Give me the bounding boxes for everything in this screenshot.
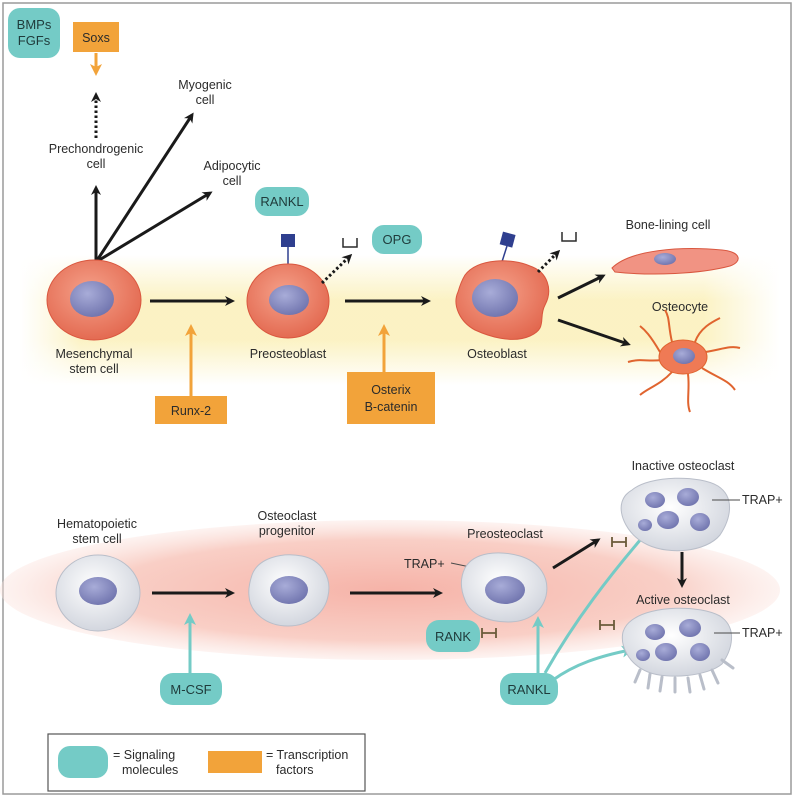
rankl-signal-top: RANKL [255, 187, 309, 216]
ruffled-border [633, 658, 735, 694]
myogenic-label-2: cell [196, 93, 215, 107]
bcatenin-label: B-catenin [365, 400, 418, 414]
inactive-nucleus-4 [690, 513, 710, 531]
inactive-nucleus-3 [657, 511, 679, 529]
arrow-to-bone-lining [557, 274, 606, 300]
trap-active-label: TRAP+ [742, 626, 783, 640]
runx2-label: Runx-2 [171, 404, 211, 418]
bmps-fgfs-signal: BMPs FGFs [8, 8, 60, 58]
osterix-bcatenin-factor: Osterix B-catenin [347, 324, 435, 424]
myogenic-label-1: Myogenic [178, 78, 232, 92]
osterix-label: Osterix [371, 383, 411, 397]
mesenchymal-stem-cell [46, 259, 142, 341]
osteoclast-lineage-band [0, 520, 780, 660]
osteoblast-lineage-band [20, 255, 780, 385]
active-rank-receptor-icon [599, 620, 615, 630]
osteocyte-cell [627, 309, 741, 413]
legend-transcription-label-2: factors [276, 763, 314, 777]
prechondrogenic-label-1: Prechondrogenic [49, 142, 144, 156]
rankl-bottom-label: RANKL [507, 682, 550, 697]
osteoblast-nucleus [472, 279, 518, 317]
mesenchymal-label-1: Mesenchymal [55, 347, 132, 361]
bone-lining-cell [611, 248, 739, 275]
rankl-arrows [532, 528, 650, 682]
adipocytic-label-2: cell [223, 174, 242, 188]
bone-lining-nucleus [654, 253, 676, 265]
soxs-factor: Soxs [73, 22, 119, 76]
opg-receptor-icon [342, 238, 358, 248]
preosteoblast-label: Preosteoblast [250, 347, 327, 361]
preosteoblast-nucleus [269, 285, 309, 315]
bone-lining-label: Bone-lining cell [626, 218, 711, 232]
mesenchymal-label-2: stem cell [69, 362, 118, 376]
mesenchymal-nucleus [70, 281, 114, 317]
legend: = Signaling molecules = Transcription fa… [47, 733, 366, 792]
arrow-to-inactive-osteoclast [552, 538, 601, 570]
prechondrogenic-label-2: cell [87, 157, 106, 171]
progenitor-nucleus [270, 576, 308, 604]
active-osteoclast-cell [621, 607, 735, 694]
hematopoietic-label-2: stem cell [72, 532, 121, 546]
active-nucleus-4 [690, 643, 710, 661]
hematopoietic-stem-cell [55, 554, 141, 632]
rank-label: RANK [435, 629, 471, 644]
preosteoblast-cell [246, 234, 330, 339]
legend-signaling-swatch [58, 746, 108, 778]
inactive-nucleus-2 [677, 488, 699, 506]
osteoblast-receptor-square [499, 231, 516, 248]
trap-pre-label: TRAP+ [404, 557, 445, 571]
rankl-top-label: RANKL [260, 194, 303, 209]
inactive-nucleus-1 [645, 492, 665, 508]
rankl-signal-bottom: RANKL [500, 673, 558, 705]
inactive-osteoclast-cell [620, 477, 730, 552]
arrow-to-osteocyte [557, 318, 631, 347]
opg-signal: OPG [372, 225, 422, 254]
osteocyte-nucleus [673, 348, 695, 364]
preosteoclast-label: Preosteoclast [467, 527, 543, 541]
active-osteoclast-label: Active osteoclast [636, 593, 730, 607]
preosteoclast-cell [460, 552, 548, 623]
arrow-to-adipocytic [95, 191, 213, 264]
active-nucleus-5 [636, 649, 650, 661]
active-nucleus-2 [679, 619, 701, 637]
inactive-rank-receptor-icon [611, 537, 627, 547]
osteoclast-progenitor-cell [248, 554, 330, 627]
mcsf-label: M-CSF [170, 682, 211, 697]
opg-dotted-arrow [320, 253, 353, 285]
inactive-osteoclast-label: Inactive osteoclast [632, 459, 735, 473]
soxs-label: Soxs [82, 31, 110, 45]
legend-signaling-label-1: = Signaling [113, 748, 175, 762]
opg-label: OPG [383, 232, 412, 247]
progenitor-label-2: progenitor [259, 524, 315, 538]
arrow-to-myogenic [94, 112, 194, 263]
trap-inactive-label: TRAP+ [742, 493, 783, 507]
active-nucleus-1 [645, 624, 665, 640]
mesenchymal-branch-arrows [91, 112, 213, 264]
preosteoclast-nucleus [485, 576, 525, 604]
bmps-label: BMPs [17, 17, 52, 32]
hematopoietic-nucleus [79, 577, 117, 605]
osteoblast-label: Osteoblast [467, 347, 527, 361]
legend-transcription-label-1: = Transcription [266, 748, 348, 762]
rank-signal: RANK [426, 620, 480, 652]
legend-transcription-swatch [208, 751, 262, 773]
runx2-factor: Runx-2 [155, 324, 227, 424]
rankl-to-inactive [543, 528, 650, 674]
rank-receptor-icon [481, 628, 497, 638]
mcsf-signal: M-CSF [160, 613, 222, 705]
osteoblast-cell [455, 231, 550, 340]
osteoblast-opg-receptor-icon [561, 232, 577, 242]
active-nucleus-3 [655, 643, 677, 661]
fgfs-label: FGFs [18, 33, 51, 48]
rankl-to-active [552, 645, 634, 682]
progenitor-label-1: Osteoclast [257, 509, 317, 523]
hematopoietic-label-1: Hematopoietic [57, 517, 137, 531]
legend-signaling-label-2: molecules [122, 763, 178, 777]
inactive-nucleus-5 [638, 519, 652, 531]
rankl-receptor-square [281, 234, 295, 247]
adipocytic-label-1: Adipocytic [204, 159, 261, 173]
osteocyte-label: Osteocyte [652, 300, 708, 314]
